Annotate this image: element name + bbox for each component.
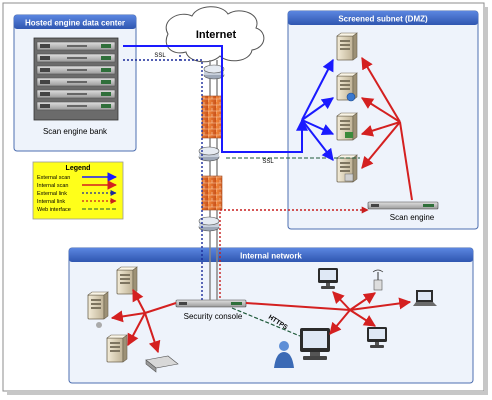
- legend-item-label: Web interface: [37, 207, 71, 213]
- server-icon: [106, 334, 128, 363]
- appliance-icon: [367, 201, 439, 210]
- internal-title: Internal network: [240, 252, 302, 261]
- datacenter-zone: Hosted engine data center Scan engine ba…: [13, 14, 137, 152]
- security-console-caption: Security console: [184, 312, 243, 321]
- network-switch-icon: [145, 355, 179, 373]
- dmz-internal-scan-lines: [360, 56, 413, 201]
- external-scan-lines: [123, 45, 335, 161]
- dmz-title: Screened subnet (DMZ): [338, 15, 428, 24]
- legend-item: External scan: [37, 172, 117, 182]
- server-icon: [87, 291, 109, 320]
- scan-engine-bank-caption: Scan engine bank: [43, 127, 108, 136]
- legend-item-label: Internal link: [37, 199, 65, 205]
- internal-zone: Internal network Security console: [68, 247, 474, 384]
- ssl-label-mid: SSL: [262, 159, 274, 165]
- legend-item-label: External scan: [37, 175, 70, 181]
- firewall-icon: [201, 175, 223, 211]
- internet-label: Internet: [196, 29, 237, 41]
- legend-item: External link: [37, 190, 117, 197]
- dmz-zone: Screened subnet (DMZ) Scan engine: [287, 10, 479, 230]
- user-icon: [274, 341, 294, 368]
- firewall-icon: [201, 95, 223, 139]
- database-icon: [344, 173, 354, 182]
- legend-item: Internal link: [37, 198, 117, 205]
- ssl-label-top: SSL: [154, 53, 166, 59]
- frame-shadow-right: [484, 7, 488, 395]
- appliance-icon: [175, 299, 247, 308]
- https-link-line: [231, 307, 301, 337]
- printer-icon: [96, 322, 102, 328]
- legend-item-label: Internal scan: [37, 183, 69, 189]
- legend-item: Internal scan: [37, 180, 117, 190]
- scan-engine-bank: [33, 37, 119, 121]
- external-link-line: [123, 55, 203, 300]
- legend: Legend External scan Internal scan Exter…: [32, 161, 124, 220]
- frame-shadow-bottom: [7, 391, 485, 395]
- legend-title: Legend: [66, 165, 91, 172]
- console-workstation-icon: [300, 328, 330, 360]
- globe-icon: [346, 92, 356, 102]
- legend-item-label: External link: [37, 191, 67, 197]
- server-icon: [336, 32, 358, 61]
- mail-icon: [345, 132, 353, 138]
- dmz-scan-engine-caption: Scan engine: [390, 213, 435, 222]
- legend-item: Web interface: [37, 207, 116, 213]
- internet-cloud: Internet: [165, 6, 265, 63]
- datacenter-title: Hosted engine data center: [25, 19, 125, 28]
- internal-link-line: [219, 206, 369, 298]
- wireless-access-point-icon: [372, 269, 384, 291]
- internal-scan-lines: [110, 288, 412, 354]
